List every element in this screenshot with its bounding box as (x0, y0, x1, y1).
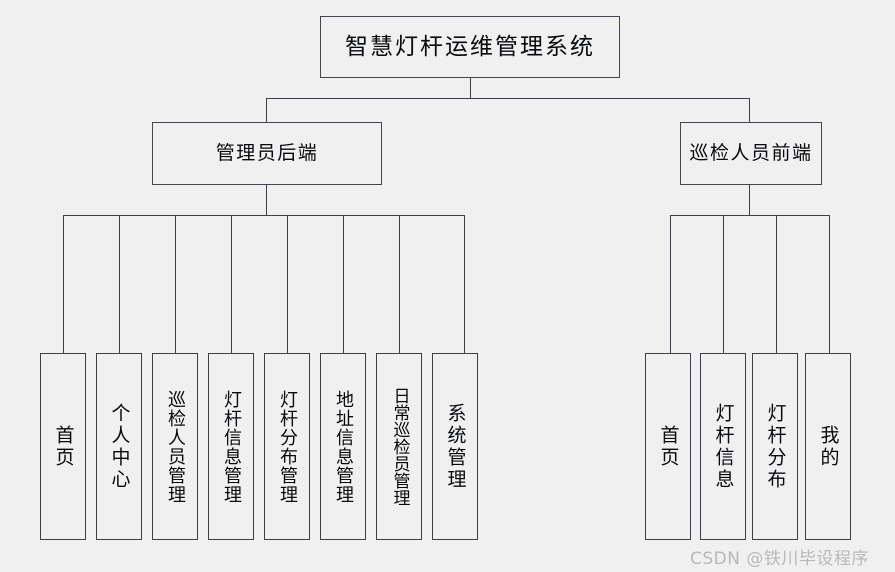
connector-admin-drop-8 (464, 215, 465, 353)
node-admin-child-pole-info-management-label: 灯杆信息管理 (221, 389, 242, 504)
connector-root-stem (470, 78, 471, 98)
connector-inspector-bus (670, 215, 830, 216)
connector-inspector-drop-1 (670, 215, 671, 353)
node-inspector-frontend: 巡检人员前端 (680, 122, 822, 185)
connector-inspector-drop-4 (829, 215, 830, 353)
node-admin-child-address-info-management-label: 地址信息管理 (333, 389, 354, 504)
node-admin-child-system-management: 系统管理 (432, 353, 478, 540)
connector-level2-bus (266, 98, 749, 99)
node-root: 智慧灯杆运维管理系统 (320, 16, 620, 78)
connector-inspector-drop-3 (776, 215, 777, 353)
node-admin-child-inspector-management: 巡检人员管理 (152, 353, 198, 540)
node-admin-child-home: 首页 (40, 353, 86, 540)
node-admin-child-address-info-management: 地址信息管理 (320, 353, 366, 540)
node-admin-child-personal-center-label: 个人中心 (108, 402, 131, 491)
node-inspector-child-mine-label: 我的 (817, 424, 840, 469)
node-inspector-child-pole-info: 灯杆信息 (700, 353, 746, 540)
node-inspector-child-pole-distribution: 灯杆分布 (752, 353, 798, 540)
connector-admin-stem (266, 185, 267, 216)
node-inspector-child-pole-distribution-label: 灯杆分布 (764, 402, 787, 491)
node-admin-child-pole-distribution-management: 灯杆分布管理 (264, 353, 310, 540)
connector-to-inspector (749, 98, 750, 122)
node-inspector-child-home: 首页 (645, 353, 691, 540)
node-inspector-child-home-label: 首页 (657, 424, 680, 469)
node-admin-child-daily-inspector-management: 日常巡检员管理 (376, 353, 422, 540)
connector-admin-drop-1 (63, 215, 64, 353)
node-admin-backend-label: 管理员后端 (215, 142, 319, 165)
connector-admin-drop-3 (175, 215, 176, 353)
node-admin-child-home-label: 首页 (52, 424, 75, 469)
node-admin-child-daily-inspector-management-label: 日常巡检员管理 (389, 387, 410, 506)
connector-admin-drop-5 (287, 215, 288, 353)
node-admin-child-system-management-label: 系统管理 (444, 402, 467, 491)
connector-admin-drop-4 (231, 215, 232, 353)
connector-admin-drop-7 (399, 215, 400, 353)
node-inspector-frontend-label: 巡检人员前端 (689, 142, 813, 165)
connector-inspector-stem (749, 185, 750, 216)
node-inspector-child-mine: 我的 (805, 353, 851, 540)
connector-admin-bus (63, 215, 465, 216)
node-admin-child-pole-distribution-management-label: 灯杆分布管理 (277, 389, 298, 504)
node-admin-backend: 管理员后端 (152, 122, 382, 185)
connector-inspector-drop-2 (723, 215, 724, 353)
connector-to-admin (266, 98, 267, 122)
connector-admin-drop-6 (343, 215, 344, 353)
node-root-label: 智慧灯杆运维管理系统 (345, 33, 595, 60)
connector-admin-drop-2 (119, 215, 120, 353)
node-admin-child-inspector-management-label: 巡检人员管理 (165, 389, 186, 504)
node-admin-child-pole-info-management: 灯杆信息管理 (208, 353, 254, 540)
node-inspector-child-pole-info-label: 灯杆信息 (712, 402, 735, 491)
csdn-watermark: CSDN @铁川毕设程序 (690, 549, 869, 569)
node-admin-child-personal-center: 个人中心 (96, 353, 142, 540)
